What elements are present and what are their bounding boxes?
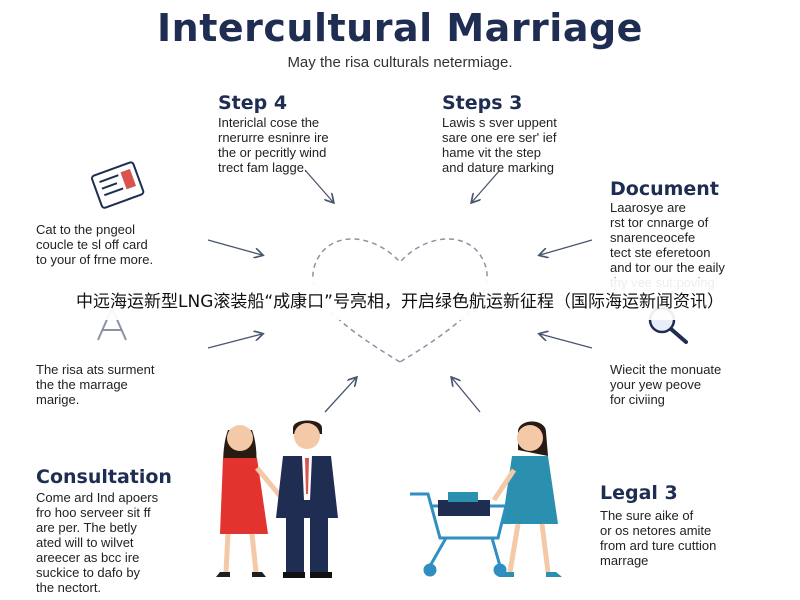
arrow-document xyxy=(540,239,593,255)
consultation-text: Come ard Ind apoers fro hoo serveer sit … xyxy=(36,490,159,595)
arrow-legal xyxy=(452,378,481,413)
woman-teal-figure xyxy=(491,421,562,577)
step4-heading: Step 4 xyxy=(218,92,288,114)
consultation-heading: Consultation xyxy=(36,466,172,488)
arrow-step4 xyxy=(304,169,333,202)
news-banner: 中远海运新型LNG滚装船“成康口”号亮相，开启绿色航运新征程（国际海运新闻资讯） xyxy=(0,278,800,320)
passport-icon xyxy=(91,161,145,209)
arrow-left-mid xyxy=(207,334,262,349)
arrow-left-top xyxy=(207,239,262,255)
page-title: Intercultural Marriage xyxy=(157,6,643,50)
left-mid-text: The risa ats surment the the marrage mar… xyxy=(36,362,155,407)
arrow-steps3 xyxy=(472,169,501,202)
legal3-heading: Legal 3 xyxy=(600,482,678,504)
left-top-text: Cat to the pngeol coucle te sl off card … xyxy=(36,222,154,267)
document-heading: Document xyxy=(610,178,719,200)
steps3-heading: Steps 3 xyxy=(442,92,523,114)
arrow-consultation xyxy=(324,378,356,413)
right-mid-text: Wiecit the monuate your yew peove for ci… xyxy=(610,362,722,407)
step4-text: Intericlal cose the rnerurre esninre ire… xyxy=(218,115,329,175)
man-suit-figure xyxy=(276,420,338,578)
arrow-right-mid xyxy=(540,334,593,349)
woman-red-figure xyxy=(216,425,292,577)
steps3-text: Lawis s sver uppent sare one ere ser' ie… xyxy=(442,115,557,175)
legal3-text: The sure aike of or os netores amite fro… xyxy=(600,508,717,568)
shopping-cart-icon xyxy=(410,492,508,577)
page-subtitle: May the risa culturals netermiage. xyxy=(287,54,513,71)
